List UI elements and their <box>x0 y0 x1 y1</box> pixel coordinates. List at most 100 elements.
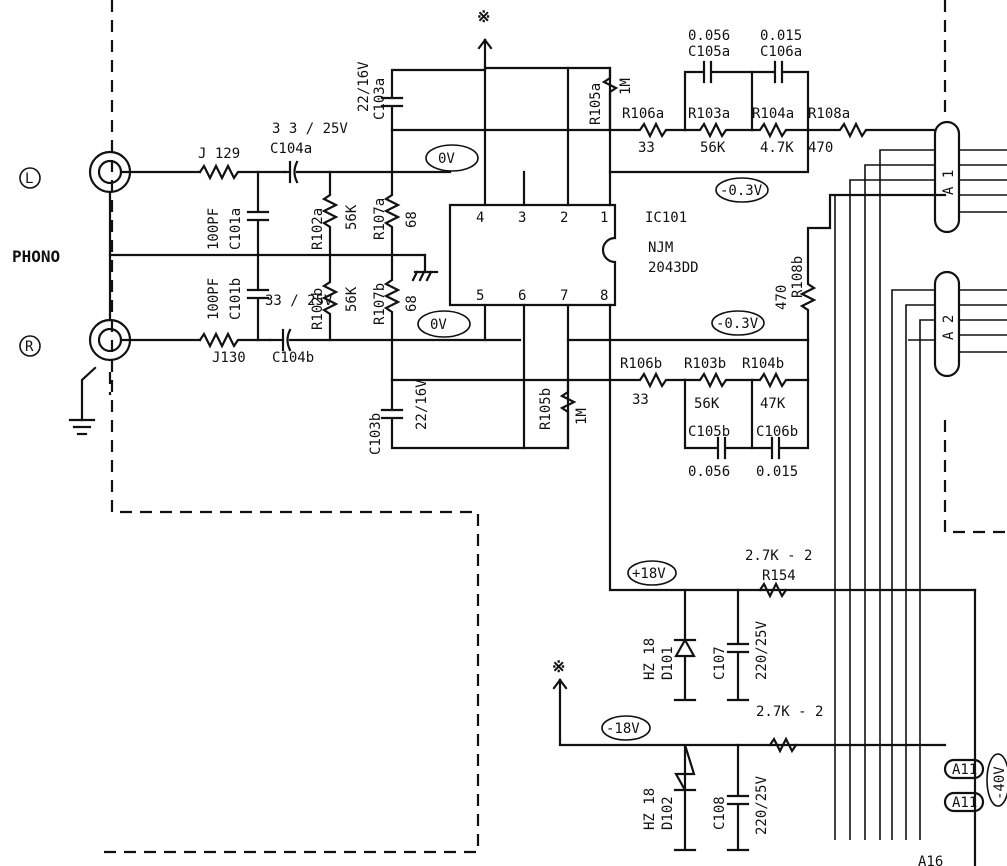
svg-text:0.015: 0.015 <box>760 28 802 44</box>
voltage-tag-neg03-top: -0.3V <box>715 177 769 203</box>
svg-text:2: 2 <box>560 210 568 226</box>
svg-text:C101b: C101b <box>228 278 244 320</box>
capacitor-c106b: C106b 0.015 <box>750 378 810 480</box>
svg-text:D101: D101 <box>660 646 676 680</box>
svg-text:R108b: R108b <box>790 256 806 298</box>
resistor-r103a: R103a 56K <box>683 106 754 156</box>
svg-text:C104b: C104b <box>272 350 314 366</box>
svg-text:220/25V: 220/25V <box>754 620 770 680</box>
svg-text:C105a: C105a <box>688 44 730 60</box>
svg-text:R104a: R104a <box>752 106 794 122</box>
svg-text:470: 470 <box>774 285 790 310</box>
ic101-part-number: 2043DD <box>648 260 699 276</box>
svg-text:1: 1 <box>600 210 608 226</box>
svg-text:D102: D102 <box>660 796 676 830</box>
svg-text:R108a: R108a <box>808 106 850 122</box>
svg-text:100PF: 100PF <box>206 208 222 250</box>
resistor-r155: 2.7K - 2 <box>756 704 823 754</box>
ic101-part: NJM <box>648 240 673 256</box>
svg-text:A11: A11 <box>952 762 977 778</box>
resistor-r106a: R106a 33 <box>608 106 687 156</box>
svg-text:3: 3 <box>518 210 526 226</box>
svg-text:33: 33 <box>638 140 655 156</box>
connector-a2: A 2 <box>891 270 1007 840</box>
ic101-ref: IC101 <box>645 210 687 226</box>
svg-text:0.015: 0.015 <box>756 464 798 480</box>
capacitor-c103b: C103b 22/16V <box>368 379 526 455</box>
svg-text:R106a: R106a <box>622 106 664 122</box>
svg-text:R102b: R102b <box>310 288 326 330</box>
svg-text:68: 68 <box>404 211 420 228</box>
resistor-j129: J 129 <box>198 146 287 181</box>
svg-text:1M: 1M <box>574 408 590 425</box>
phono-jack-r <box>88 318 202 362</box>
connector-a11-2: A11 <box>943 791 985 813</box>
voltage-tag-0v-bottom: 0V <box>417 310 471 338</box>
svg-text:J 129: J 129 <box>198 146 240 162</box>
svg-text:C106a: C106a <box>760 44 802 60</box>
connector-a1: A 1 <box>834 120 1007 840</box>
svg-text:R104b: R104b <box>742 356 784 372</box>
resistor-r108a: R108a 470 <box>806 106 937 156</box>
capacitor-c107: C107 220/25V <box>712 588 770 702</box>
svg-text:HZ 18: HZ 18 <box>642 788 658 830</box>
svg-text:56K: 56K <box>700 140 726 156</box>
resistor-r107a: R107a 68 <box>372 128 420 257</box>
svg-text:C103a: C103a <box>372 78 388 120</box>
capacitor-c101a: 100PF C101a <box>206 170 270 257</box>
channel-r-label: R <box>25 339 34 355</box>
zener-d101: HZ 18 D101 <box>642 588 697 702</box>
voltage-tag-plus18: +18V <box>627 560 677 586</box>
capacitor-c104a: 3 3 / 25V C104a <box>270 121 452 184</box>
svg-text:-18V: -18V <box>606 721 640 737</box>
svg-text:1M: 1M <box>618 78 634 95</box>
svg-text:4: 4 <box>476 210 484 226</box>
svg-text:J130: J130 <box>212 350 246 366</box>
resistor-r104a: R104a 4.7K <box>750 106 810 156</box>
svg-text:4.7K: 4.7K <box>760 140 794 156</box>
svg-text:C101a: C101a <box>228 208 244 250</box>
resistor-r102b: R102b 56K <box>310 253 360 342</box>
svg-text:220/25V: 220/25V <box>754 775 770 835</box>
svg-text:22/16V: 22/16V <box>356 61 372 112</box>
svg-text:47K: 47K <box>760 396 786 412</box>
voltage-tag-neg03-bottom: -0.3V <box>711 310 765 336</box>
svg-text:C108: C108 <box>712 796 728 830</box>
svg-text:470: 470 <box>808 140 833 156</box>
star-marker-top: ※ <box>477 7 490 26</box>
svg-text:100PF: 100PF <box>206 278 222 320</box>
svg-text:7: 7 <box>560 288 568 304</box>
svg-text:0.056: 0.056 <box>688 28 730 44</box>
channel-l-marker <box>19 167 41 189</box>
svg-text:C107: C107 <box>712 646 728 680</box>
svg-text:+18V: +18V <box>632 566 666 582</box>
svg-text:-40V: -40V <box>992 766 1007 800</box>
svg-text:0V: 0V <box>430 317 447 333</box>
voltage-tag-0v-top: 0V <box>425 144 479 172</box>
svg-text:A11: A11 <box>952 795 977 811</box>
resistor-r107b: R107b 68 <box>372 253 420 382</box>
capacitor-c103a: 22/16V C103a <box>356 61 487 132</box>
resistor-r154: 2.7K - 2 R154 <box>745 548 812 599</box>
svg-text:R105a: R105a <box>588 83 604 125</box>
resistor-r105b: R105b 1M <box>538 378 590 450</box>
ground-icon <box>411 253 439 282</box>
resistor-r102a: R102a 56K <box>310 170 360 257</box>
connector-a11-1: A11 <box>943 758 985 780</box>
svg-text:8: 8 <box>600 288 608 304</box>
svg-text:R102a: R102a <box>310 208 326 250</box>
channel-r-marker <box>19 335 41 357</box>
svg-text:R107b: R107b <box>372 283 388 325</box>
connector-a16-label: A16 <box>918 854 943 866</box>
svg-text:0V: 0V <box>438 151 455 167</box>
svg-text:R103b: R103b <box>684 356 726 372</box>
voltage-tag-neg40: -40V <box>986 753 1007 807</box>
voltage-tag-neg18: -18V <box>601 715 651 741</box>
svg-text:-0.3V: -0.3V <box>720 183 763 199</box>
capacitor-c108: C108 220/25V <box>712 743 770 852</box>
capacitor-c101b: 100PF C101b <box>206 253 270 342</box>
resistor-r106b: R106b 33 <box>608 356 687 408</box>
capacitor-c104b: 33 / 25V C104b <box>265 293 522 366</box>
svg-text:C106b: C106b <box>756 424 798 440</box>
